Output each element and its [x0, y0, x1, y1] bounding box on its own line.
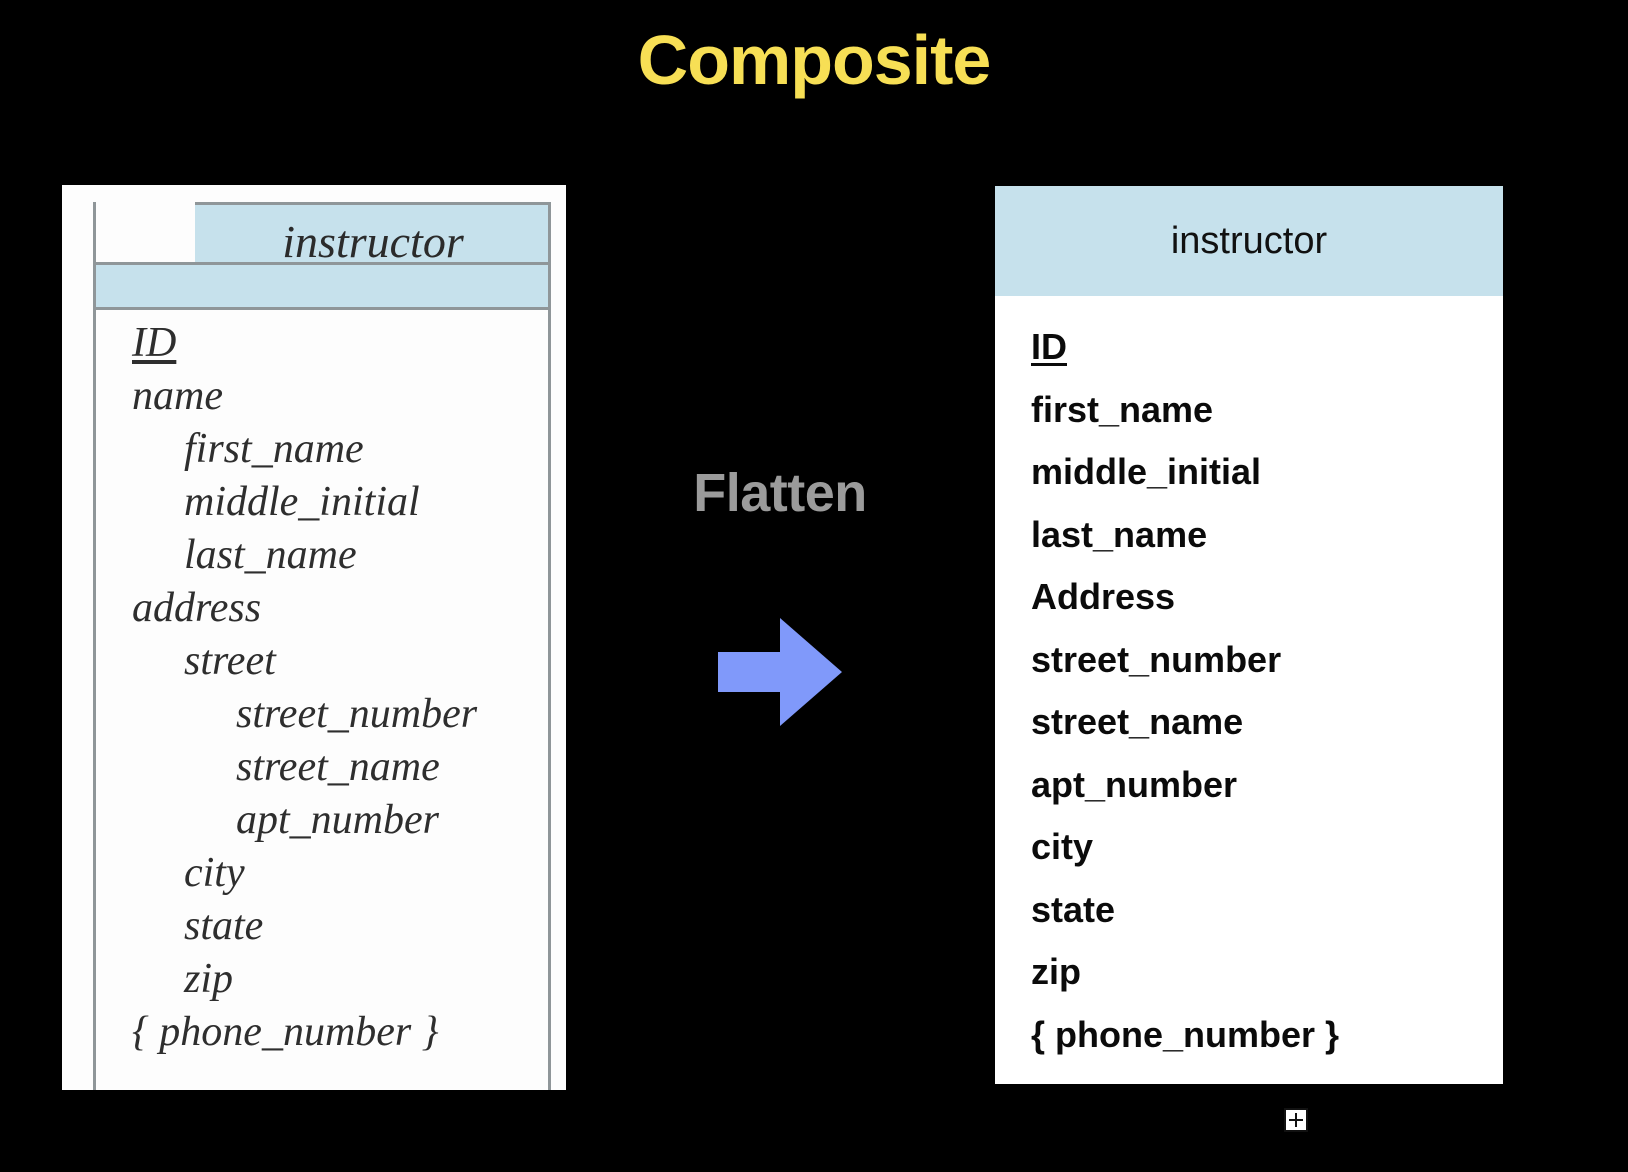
- er-attribute: street_number: [236, 691, 478, 737]
- flattened-attribute: street_name: [1031, 701, 1244, 742]
- er-entity-header-divider: [93, 307, 551, 310]
- composite-er-diagram-figure: instructor ID name first_name middle_initia…: [62, 185, 566, 1090]
- er-entity-header-lower: [93, 262, 551, 310]
- flattened-attribute: city: [1031, 826, 1094, 867]
- er-attribute: name: [132, 373, 223, 419]
- er-attribute: first_name: [184, 426, 364, 472]
- flattened-attribute: first_name: [1031, 388, 1214, 430]
- flattened-attribute: middle_initial: [1031, 451, 1262, 492]
- er-attribute: { phone_number }: [132, 1009, 439, 1055]
- er-attribute: middle_initial: [184, 479, 420, 525]
- flattened-table-header: instructor: [995, 186, 1503, 296]
- flatten-label: Flatten: [693, 463, 867, 523]
- er-attribute: state: [184, 903, 264, 949]
- flattened-attribute: street_number: [1031, 638, 1282, 680]
- er-entity-box: [93, 202, 551, 1090]
- flattened-attribute: { phone_number }: [1031, 1013, 1340, 1055]
- flattened-attribute: Address: [1031, 576, 1176, 617]
- flattened-attribute: apt_number: [1031, 763, 1238, 805]
- er-attribute: address: [132, 585, 262, 631]
- flattened-table-name: instructor: [1170, 219, 1328, 262]
- er-attribute: street_name: [236, 744, 440, 790]
- er-attribute: zip: [184, 956, 234, 1002]
- flattened-attribute: last_name: [1031, 513, 1208, 555]
- er-attribute: ID: [132, 320, 177, 366]
- page-title: Composite: [637, 21, 992, 99]
- flattened-attribute: ID: [1031, 326, 1067, 367]
- er-attribute: apt_number: [236, 797, 439, 843]
- arrow-right-icon: [718, 618, 842, 726]
- crosshair-cursor-icon: [1284, 1108, 1308, 1132]
- er-attribute: street: [184, 638, 276, 684]
- er-attribute: last_name: [184, 532, 357, 578]
- er-attribute: city: [184, 850, 245, 896]
- flattened-attribute: zip: [1031, 951, 1081, 992]
- flattened-attribute: state: [1031, 888, 1116, 930]
- er-entity-name: instructor: [282, 216, 464, 267]
